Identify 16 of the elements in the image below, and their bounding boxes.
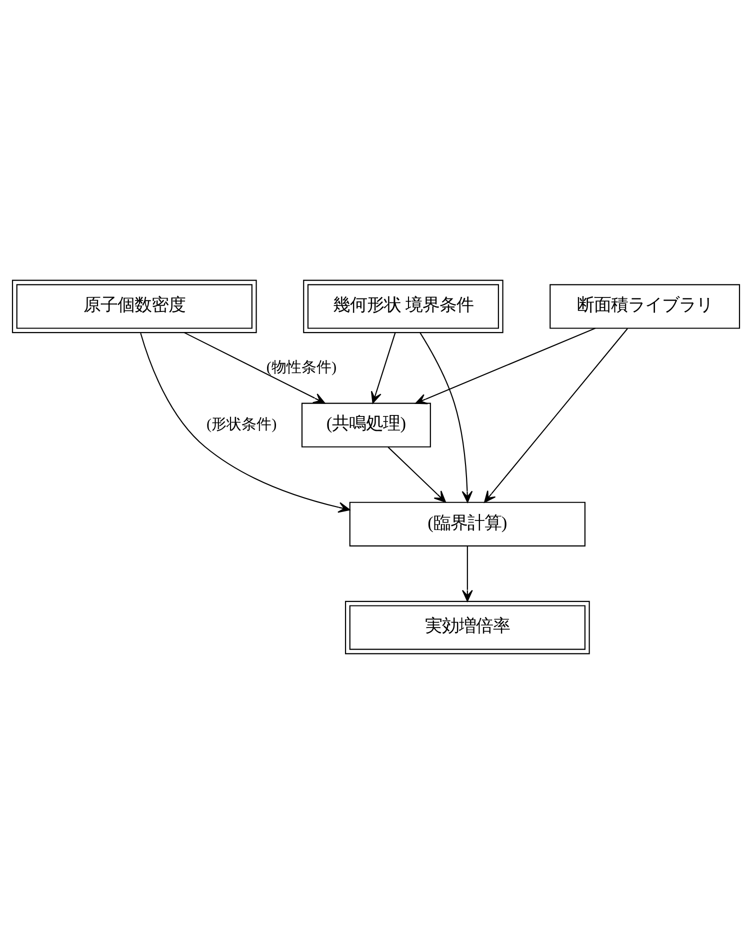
arrow [184,332,326,404]
node-box: (共鳴処理) [301,402,431,447]
node-box: 原子個数密度 [12,279,257,333]
arrow [370,332,396,404]
node-box: 幾何形状 境界条件 [303,279,504,333]
edge-label: (物性条件) [266,358,337,376]
edge-label: (形状条件) [206,416,277,433]
arrow [140,332,350,512]
arrow [484,328,628,502]
arrow [462,546,473,602]
arrow [388,446,446,502]
node-box: 断面積ライブラリ [550,284,740,328]
arrow [420,332,473,502]
arrow [415,327,596,404]
node-box: (臨界計算) [349,501,586,546]
node-box: 実効増倍率 [344,600,590,654]
